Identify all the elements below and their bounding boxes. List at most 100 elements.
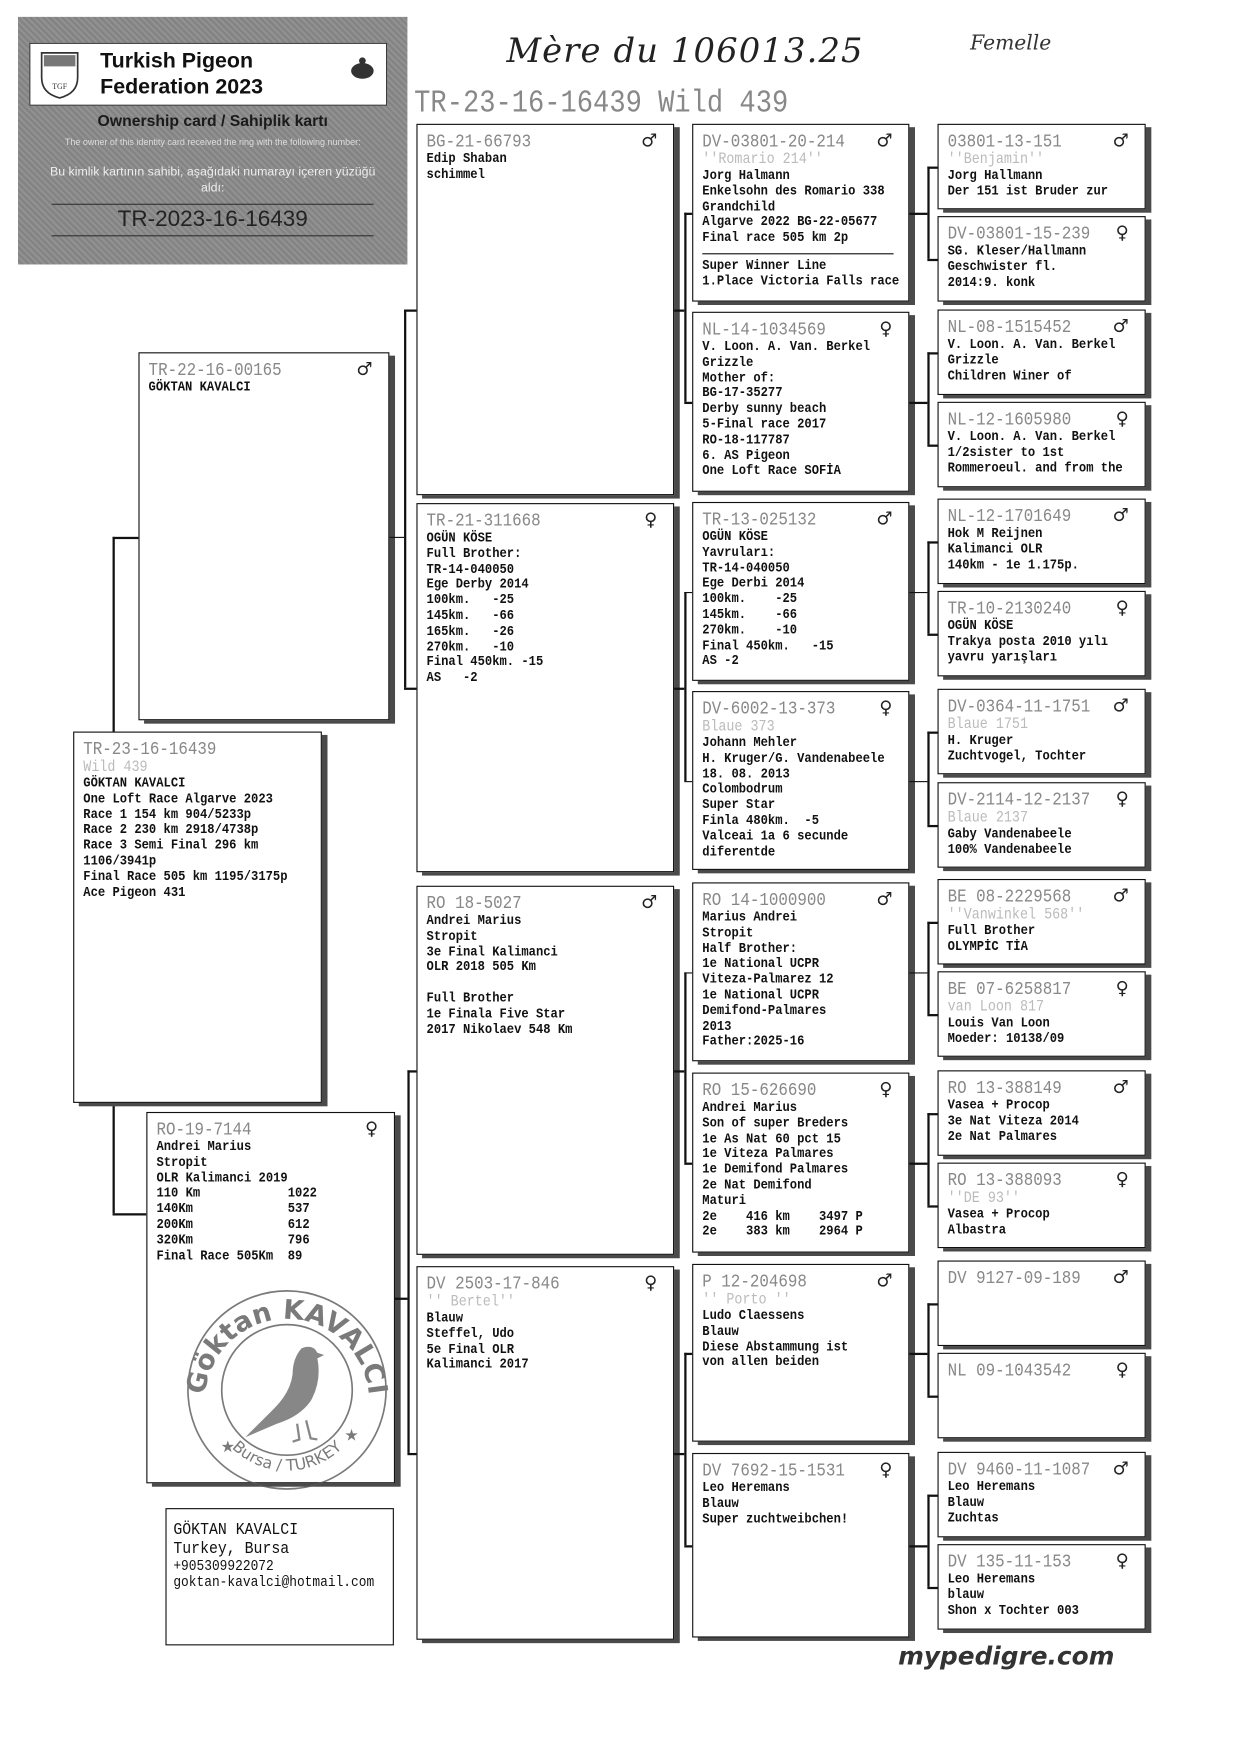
pedigree-box-gen5[interactable]: DV 9127-09-189♂ [937,1260,1146,1347]
contact-email[interactable]: goktan-kavalci@hotmail.com [173,1573,375,1591]
pigeon-detail: Full Brother: [426,545,522,562]
pigeon-detail: Race 1 154 km 904/5233p [83,806,252,823]
ring-number: TR-21-311668 [426,510,541,532]
pigeon-detail: Final 450km. -15 [426,654,544,671]
pedigree-box-gen5[interactable]: NL 09-1043542♀ [937,1352,1146,1439]
connector-line [674,1452,685,1455]
pigeon-detail: Jorg Hallmann [947,167,1043,184]
pigeon-detail: 6. AS Pigeon [702,447,790,464]
connector-line [684,1545,693,1547]
pigeon-detail: OGÜN KÖSE [702,528,768,545]
pigeon-detail: AS -2 [426,669,478,686]
connector-line [927,921,938,924]
footer-brand[interactable]: mypedigre.com [898,1643,1115,1672]
pigeon-detail: Ace Pigeon 431 [83,884,186,900]
sire-box[interactable]: TR-22-16-00165♂GÖKTAN KAVALCI [138,352,390,721]
pigeon-detail: 320Km 796 [156,1232,310,1248]
ring-number: DV-03801-15-239 [947,223,1091,245]
connector-line [395,1297,408,1300]
pigeon-detail: 1e Finala Five Star [426,1005,566,1022]
pigeon-detail: Albastra [947,1222,1006,1238]
pigeon-detail: Yavruları: [702,544,776,561]
connector-line [927,1113,930,1206]
connector-line [927,541,938,544]
ring-number: TR-10-2130240 [947,598,1072,619]
handwritten-sex-note: Femelle [970,31,1052,56]
pigeon-detail: Steffel, Udo [426,1325,515,1342]
ring-number: DV-6002-13-373 [702,698,836,720]
pigeon-detail: BG-17-35277 [702,385,783,402]
connector-line [927,166,930,259]
ring-number: BG-21-66793 [426,131,532,152]
pigeon-detail: Viteza-Palmarez 12 [702,971,834,988]
ring-number: TR-13-025132 [702,509,817,531]
pigeon-detail: Valceai 1a 6 secunde [702,828,849,844]
handwritten-note: Mère du 106013.25 [506,31,864,71]
pigeon-detail: 270km. -10 [426,638,515,655]
ring-number: DV 135-11-153 [947,1551,1072,1573]
female-icon: ♀ [364,1117,379,1139]
connector-line [684,1352,686,1546]
pigeon-detail: Shon x Tochter 003 [947,1602,1079,1618]
pigeon-detail: 3e Final Kalimanci [426,943,558,960]
pigeon-detail: 1e As Nat 60 pct 15 [702,1130,841,1147]
breeder-contact: GÖKTAN KAVALCI Turkey, Bursa +9053099220… [165,1508,394,1646]
pedigree-box-gen4[interactable]: DV-03801-20-214♂''Romario 214''Jorg Halm… [692,123,910,302]
connector-line [407,1070,417,1072]
pigeon-detail: 165km. -26 [426,623,515,640]
pigeon-detail: Louis Van Loon [947,1015,1050,1031]
female-icon: ♀ [1115,1168,1129,1190]
connector-line [927,541,930,634]
pigeon-detail: 100km. -25 [426,592,515,608]
contact-name: GÖKTAN KAVALCI [173,1520,299,1540]
ring-number: RO 18-5027 [426,893,522,914]
connector-line [112,1213,147,1215]
pigeon-detail: Blauw [702,1495,739,1512]
pigeon-detail: 270km. -10 [702,622,798,638]
female-icon: ♀ [644,508,658,531]
female-icon: ♀ [879,317,893,339]
male-icon: ♂ [876,507,893,529]
ring-number: RO 13-388093 [947,1170,1062,1191]
ring-number: NL-12-1605980 [947,409,1072,430]
connector-line [927,633,938,636]
pigeon-detail: Hok M Reijnen [947,525,1043,542]
pigeon-detail: Full Brother [426,990,515,1007]
ring-number: DV-03801-20-214 [702,131,845,152]
pigeon-detail: Edip Shaban [426,150,507,167]
pigeon-detail: 2e 416 km 3497 P [702,1208,863,1225]
pigeon-detail: One Loft Race Algarve 2023 [83,790,273,807]
pigeon-detail: Son of super Breders [702,1115,849,1131]
pigeon-detail: 2e Nat Demifond [702,1177,812,1193]
pigeon-detail: Full Brother [947,922,1036,939]
pedigree-box-gen5[interactable]: BE 08-2229568♂''Vanwinkel 568''Full Brot… [937,878,1146,965]
